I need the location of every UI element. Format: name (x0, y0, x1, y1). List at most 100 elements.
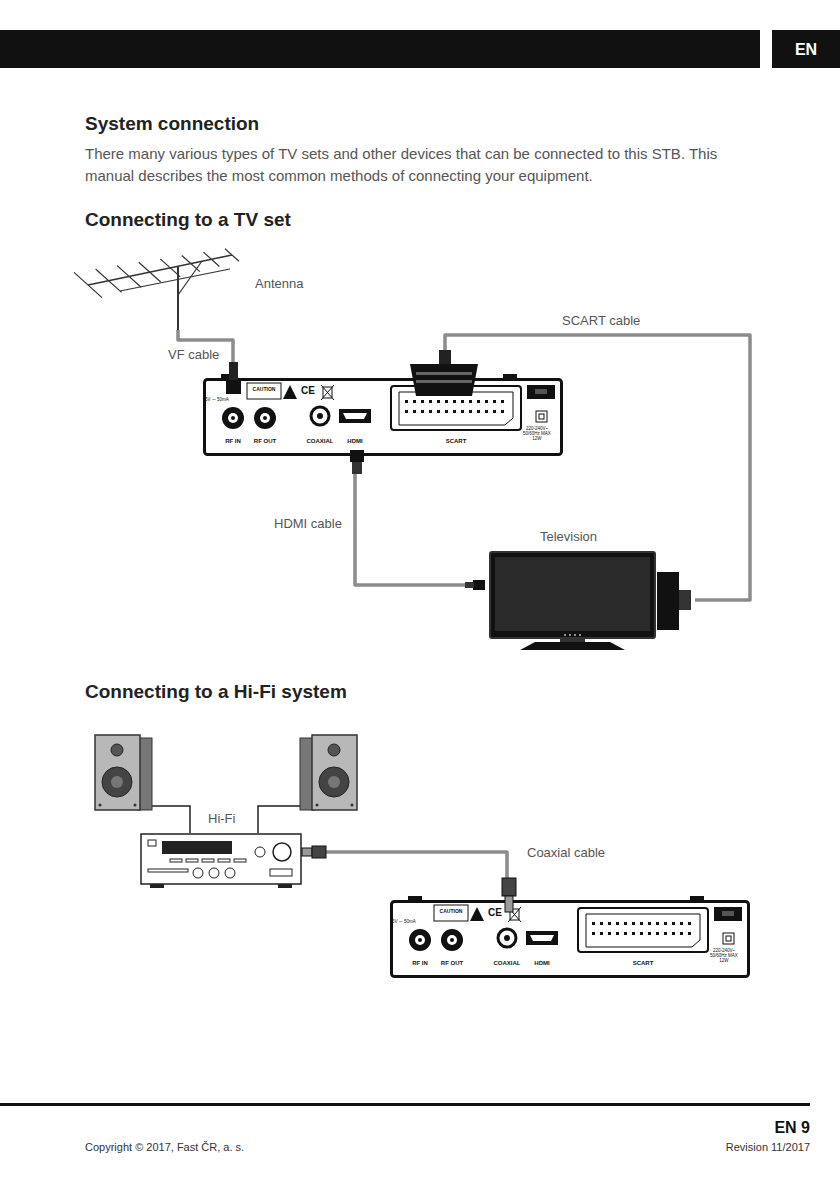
set-top-box-outline-part-part (445, 410, 448, 413)
set-top-box-outline-part-part (470, 907, 484, 921)
right-speaker-part (328, 744, 340, 756)
television-outline (485, 550, 695, 650)
set-top-box-outline-part-part (421, 400, 424, 403)
set-top-box-outline-part-part (688, 932, 691, 935)
set-top-box-outline-part-part (437, 400, 440, 403)
hifi-amplifier-outline-part-part (278, 884, 292, 888)
antenna-outline-part-part (139, 262, 161, 282)
antenna-outline-part-part (96, 269, 122, 292)
hifi-amplifier-outline-part-part (234, 859, 246, 862)
set-top-box-outline-part-part (311, 407, 329, 425)
set-top-box-outline-part-part (228, 413, 238, 423)
set-top-box-outline-part-part (409, 929, 431, 951)
antenna-outline-part-part (225, 249, 239, 262)
power-rating: 5V ⎓ 50mA (392, 919, 416, 924)
port-label: SCART (446, 438, 467, 445)
section-heading: Connecting to a Hi-Fi system (85, 680, 347, 703)
cable-label: HDMI cable (272, 516, 344, 531)
set-top-box: CAUTIONCE5V ⎓ 50mARF INRF OUTCOAXIALHDMI… (390, 900, 750, 978)
right-speaker-part (312, 735, 357, 810)
set-top-box-outline-part-part (441, 929, 463, 951)
set-top-box-outline-part-part (429, 410, 432, 413)
set-top-box-outline-part (392, 896, 749, 977)
set-top-box-outline-part-part (405, 400, 408, 403)
hdmi-plug-part (352, 462, 362, 474)
set-top-box-outline-part-part (418, 938, 422, 942)
port-label: COAXIAL (494, 960, 521, 967)
cable (302, 852, 507, 900)
warning-label: CAUTION (253, 387, 276, 393)
set-top-box-outline-part-part (714, 907, 742, 921)
power-rating: 220-240V~ 50/60Hz MAX 12W (706, 948, 742, 964)
header-bar (0, 30, 760, 68)
antenna-outline-part-part (177, 266, 179, 330)
set-top-box-outline-part-part (680, 922, 683, 925)
warning-label: CAUTION (440, 909, 463, 915)
rf-plug-part (229, 362, 238, 382)
copyright: Copyright © 2017, Fast ČR, a. s. (85, 1141, 244, 1154)
television-outline-part-part (520, 642, 625, 650)
scart-plug-part (410, 364, 478, 396)
antenna-outline-part-part (120, 269, 230, 291)
set-top-box-outline-part-part (592, 922, 595, 925)
power-rating: 220-240V~ 50/60Hz MAX 12W (519, 426, 555, 442)
right-speaker-part (319, 767, 349, 797)
set-top-box-outline-part-part (616, 922, 619, 925)
port-label: RF IN (412, 960, 428, 967)
hdmi-plug (350, 450, 485, 590)
ce-mark: CE (301, 385, 315, 397)
hifi-amplifier-outline-part-part (186, 859, 198, 862)
footer-rule (0, 1103, 810, 1106)
right-speaker-part (316, 804, 319, 807)
set-top-box-outline-part-part (485, 410, 488, 413)
set-top-box-outline-part-part (640, 932, 643, 935)
cable-label: VF cable (166, 347, 221, 362)
antenna-outline-part (74, 249, 239, 330)
device-label: Television (540, 530, 597, 545)
set-top-box-outline-part-part (469, 410, 472, 413)
television-outline-part-part (569, 634, 571, 636)
set-top-box-outline-part-part (317, 413, 323, 419)
set-top-box-outline-part-part (453, 400, 456, 403)
revision: Revision 11/2017 (726, 1141, 810, 1154)
set-top-box-outline-part-part (498, 929, 516, 947)
coaxial-plug-part (502, 878, 516, 896)
hifi-amplifier-outline-part-part (148, 840, 156, 846)
television-outline-part-part (657, 572, 679, 630)
set-top-box-outline-part-part (429, 400, 432, 403)
set-top-box-outline-part-part (592, 932, 595, 935)
port-label: RF IN (225, 438, 241, 445)
rf-plug (226, 362, 241, 394)
hdmi-plug-part (473, 580, 485, 590)
set-top-box-outline-part-part (656, 932, 659, 935)
set-top-box-outline-part-part (656, 922, 659, 925)
set-top-box-outline-part-part (405, 410, 408, 413)
port-label: HDMI (347, 438, 362, 445)
set-top-box-outline-part-part (616, 932, 619, 935)
antenna-outline-part-part (117, 266, 141, 288)
set-top-box-outline-part-part (648, 922, 651, 925)
left-speaker-part (99, 804, 102, 807)
set-top-box-outline-part-part (453, 410, 456, 413)
page-number: EN 9 (774, 1118, 810, 1137)
hdmi-plug-part (465, 582, 474, 588)
port-label: COAXIAL (307, 438, 334, 445)
set-top-box-outline-part-part (413, 410, 416, 413)
scart-plug-part (416, 380, 472, 383)
hifi-amplifier-outline-part-part (150, 884, 164, 888)
hifi-amplifier-outline-part-part (273, 843, 291, 861)
scart-plug-part (439, 350, 451, 364)
television-outline-part-part (679, 590, 691, 610)
ce-mark: CE (488, 907, 502, 919)
hifi-amplifier-outline-part-part (141, 834, 301, 884)
coaxial-plug (302, 846, 516, 912)
right-speaker-part (328, 776, 340, 788)
set-top-box-outline-part-part (461, 410, 464, 413)
set-top-box-outline-part-part (632, 922, 635, 925)
cable-label: Coaxial cable (525, 845, 607, 860)
set-top-box-outline-part-part (205, 380, 562, 455)
set-top-box-outline-part-part (530, 935, 554, 941)
set-top-box-outline-part-part (263, 416, 267, 420)
antenna-outline-part-part (182, 255, 200, 271)
